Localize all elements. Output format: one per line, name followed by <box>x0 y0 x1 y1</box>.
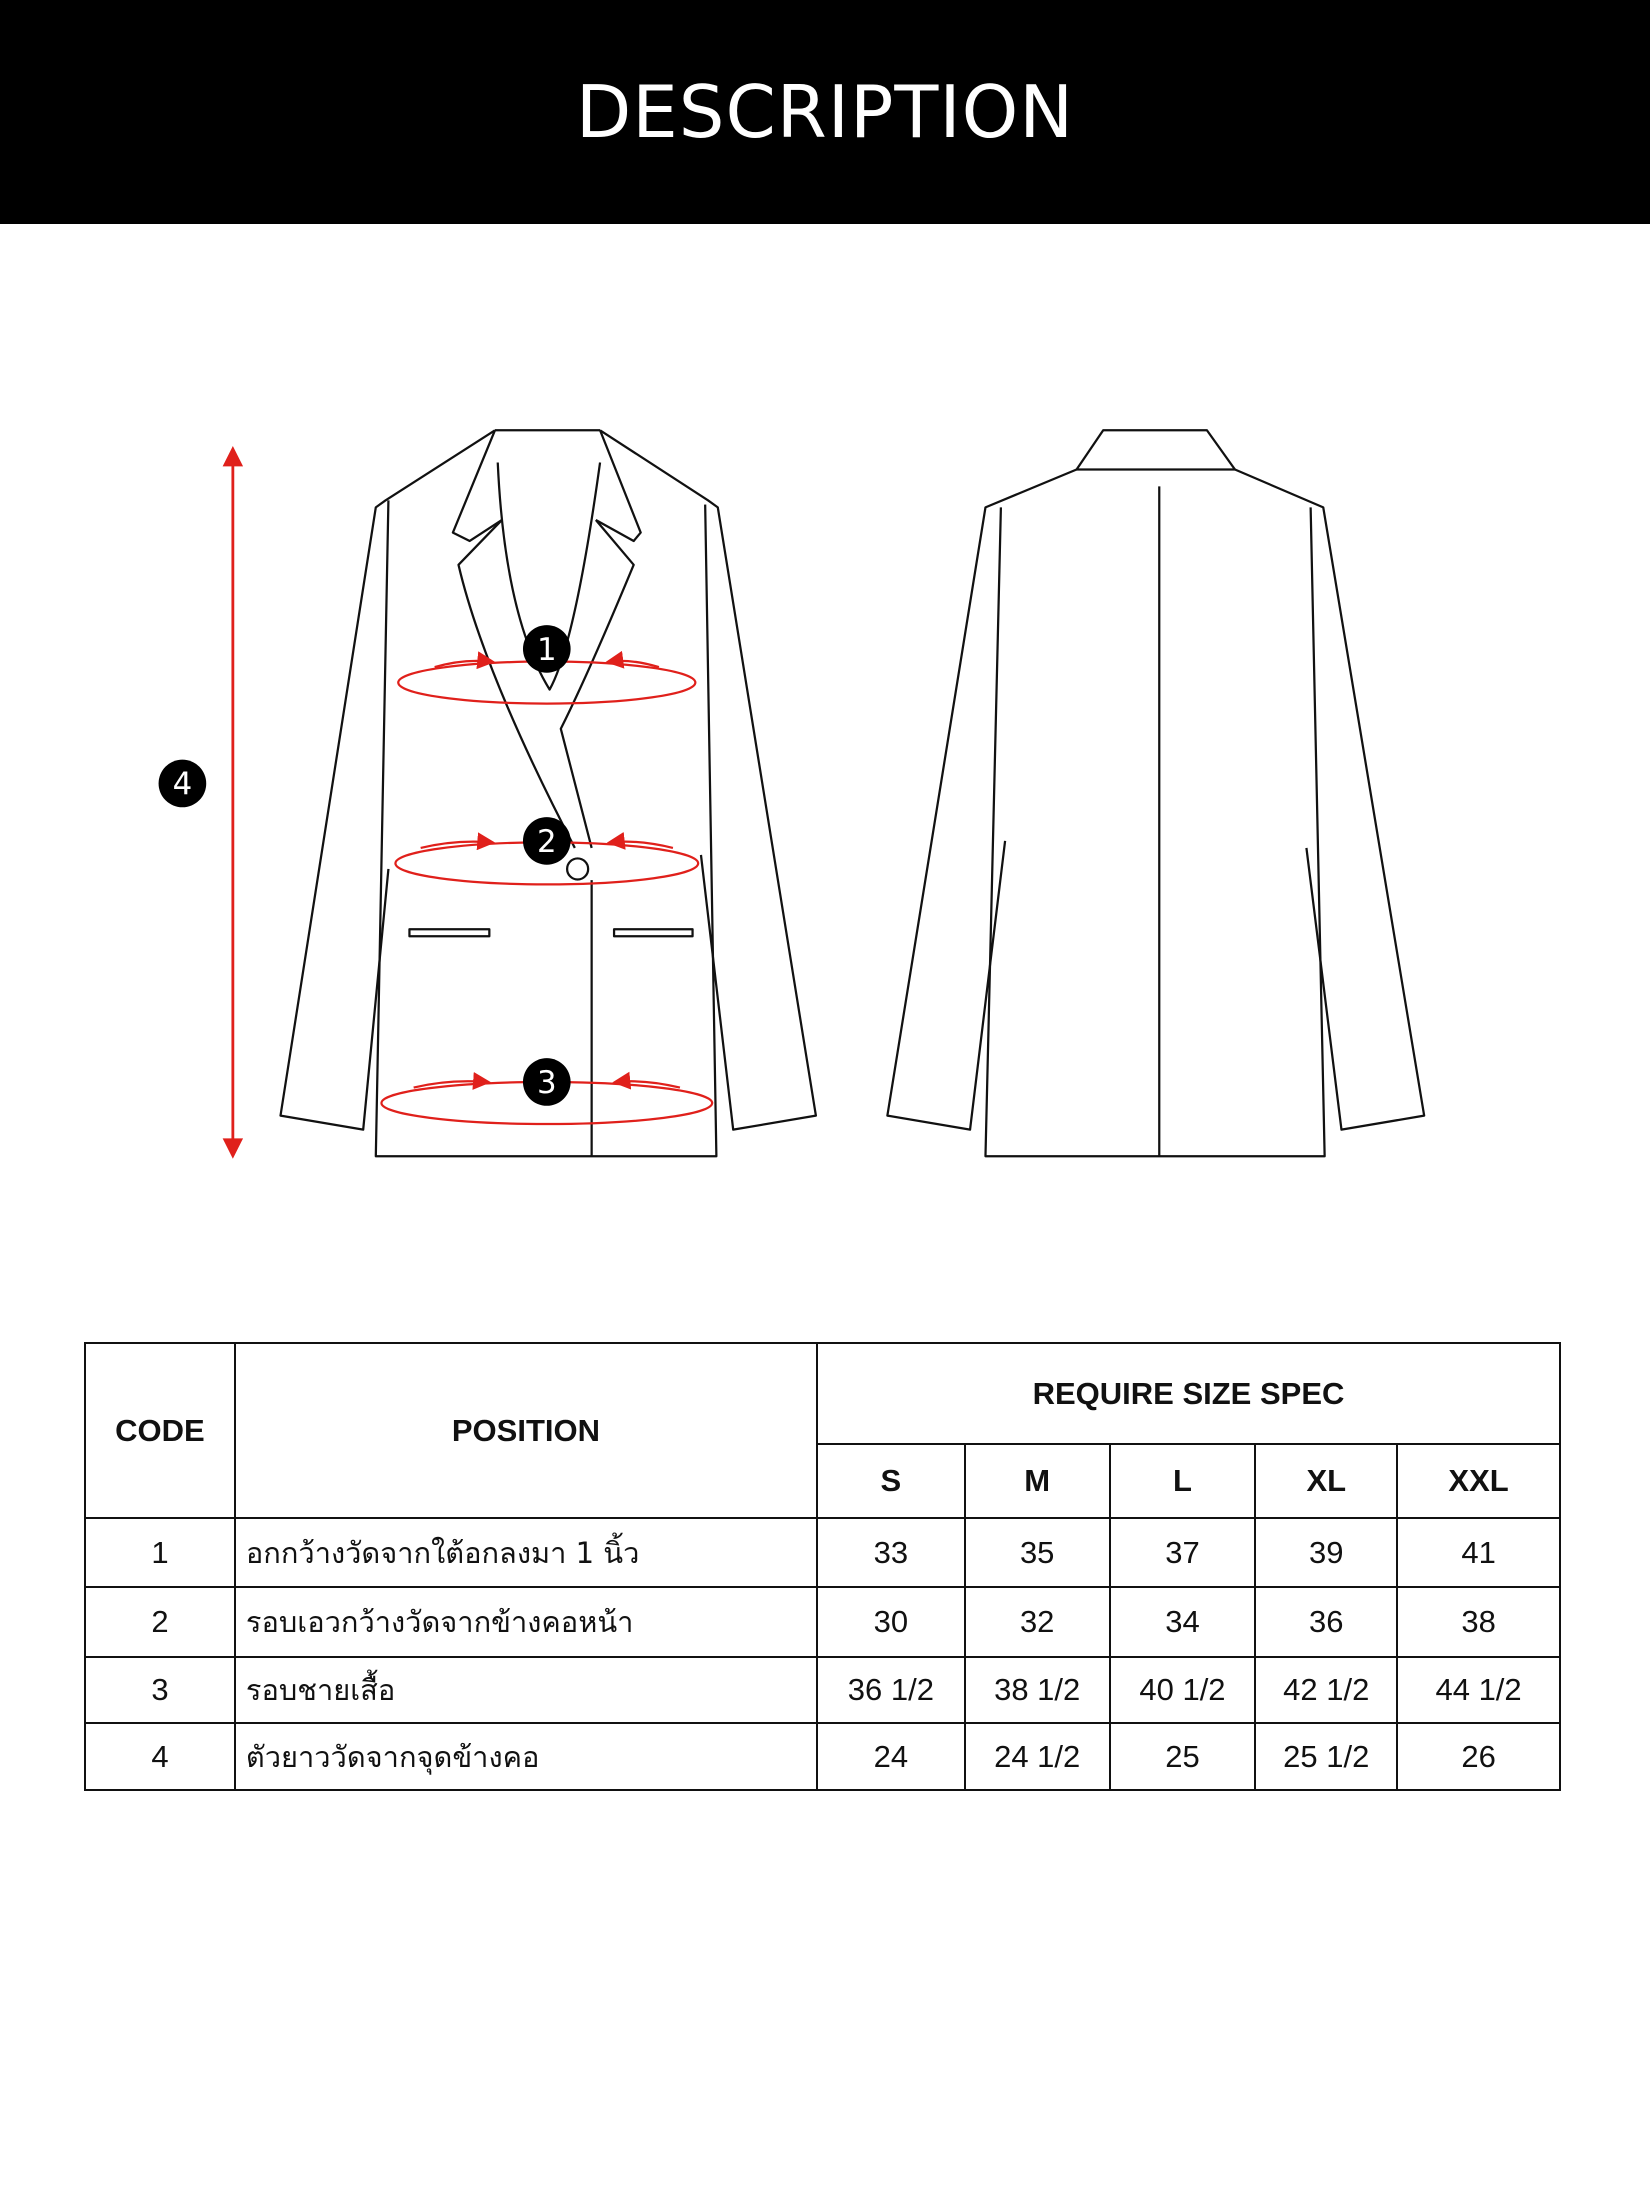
marker-1: 1 <box>537 632 557 668</box>
measurement-guides <box>222 445 714 1159</box>
cell: 38 1/2 <box>963 1656 1111 1724</box>
cell: 30 <box>816 1586 966 1658</box>
code-header: CODE <box>84 1342 236 1519</box>
header-bar: DESCRIPTION <box>0 0 1650 224</box>
cell: 36 <box>1254 1586 1399 1658</box>
row-code: 2 <box>84 1586 236 1658</box>
size-spec-table: CODE POSITION REQUIRE SIZE SPEC S M L XL… <box>84 1342 1561 1791</box>
table-row: 2 รอบเอวกว้างวัดจากข้างคอหน้า 30 32 34 3… <box>84 1586 1561 1658</box>
row-code: 3 <box>84 1656 236 1724</box>
cell: 35 <box>963 1517 1111 1588</box>
row-code: 1 <box>84 1517 236 1588</box>
cell: 25 <box>1108 1722 1257 1791</box>
size-l: L <box>1108 1443 1257 1519</box>
cell: 26 <box>1396 1722 1561 1791</box>
page-title: DESCRIPTION <box>575 70 1075 154</box>
cell: 38 <box>1396 1586 1561 1658</box>
marker-badges: 1 2 3 4 <box>158 625 571 1106</box>
position-header: POSITION <box>233 1342 819 1519</box>
cell: 36 1/2 <box>816 1656 966 1724</box>
back-jacket <box>886 429 1426 1158</box>
cell: 40 1/2 <box>1108 1656 1257 1724</box>
size-s: S <box>816 1443 966 1519</box>
size-xxl: XXL <box>1396 1443 1561 1519</box>
cell: 41 <box>1396 1517 1561 1588</box>
cell: 25 1/2 <box>1254 1722 1399 1791</box>
cell: 32 <box>963 1586 1111 1658</box>
marker-4: 4 <box>173 767 193 803</box>
size-m: M <box>963 1443 1111 1519</box>
row-position: รอบเอวกว้างวัดจากข้างคอหน้า <box>233 1586 819 1658</box>
row-position: ตัวยาววัดจากจุดข้างคอ <box>233 1722 819 1791</box>
spec-header: REQUIRE SIZE SPEC <box>816 1342 1561 1445</box>
table-row: 4 ตัวยาววัดจากจุดข้างคอ 24 24 1/2 25 25 … <box>84 1722 1561 1791</box>
row-position: อกกว้างวัดจากใต้อกลงมา 1 นิ้ว <box>233 1517 819 1588</box>
cell: 24 <box>816 1722 966 1791</box>
size-xl: XL <box>1254 1443 1399 1519</box>
front-jacket <box>279 429 818 1158</box>
table-row: 3 รอบชายเสื้อ 36 1/2 38 1/2 40 1/2 42 1/… <box>84 1656 1561 1724</box>
cell: 42 1/2 <box>1254 1656 1399 1724</box>
cell: 33 <box>816 1517 966 1588</box>
cell: 24 1/2 <box>963 1722 1111 1791</box>
cell: 34 <box>1108 1586 1257 1658</box>
marker-2: 2 <box>537 824 557 860</box>
row-code: 4 <box>84 1722 236 1791</box>
cell: 37 <box>1108 1517 1257 1588</box>
marker-3: 3 <box>537 1065 557 1101</box>
row-position: รอบชายเสื้อ <box>233 1656 819 1724</box>
cell: 44 1/2 <box>1396 1656 1561 1724</box>
table-row: 1 อกกว้างวัดจากใต้อกลงมา 1 นิ้ว 33 35 37… <box>84 1517 1561 1588</box>
cell: 39 <box>1254 1517 1399 1588</box>
